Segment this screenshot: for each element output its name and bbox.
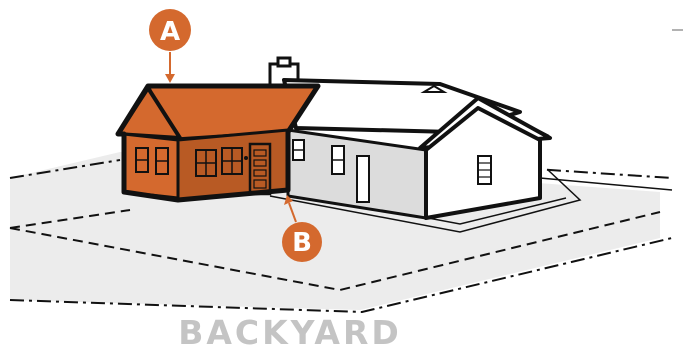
marker-b: B [282,195,322,262]
addition-building [115,83,321,203]
marker-b-letter: B [292,228,312,258]
marker-a-letter: A [160,17,180,47]
backyard-label: BACKYARD [178,313,402,352]
marker-a: A [149,9,191,83]
existing-house [268,56,552,220]
